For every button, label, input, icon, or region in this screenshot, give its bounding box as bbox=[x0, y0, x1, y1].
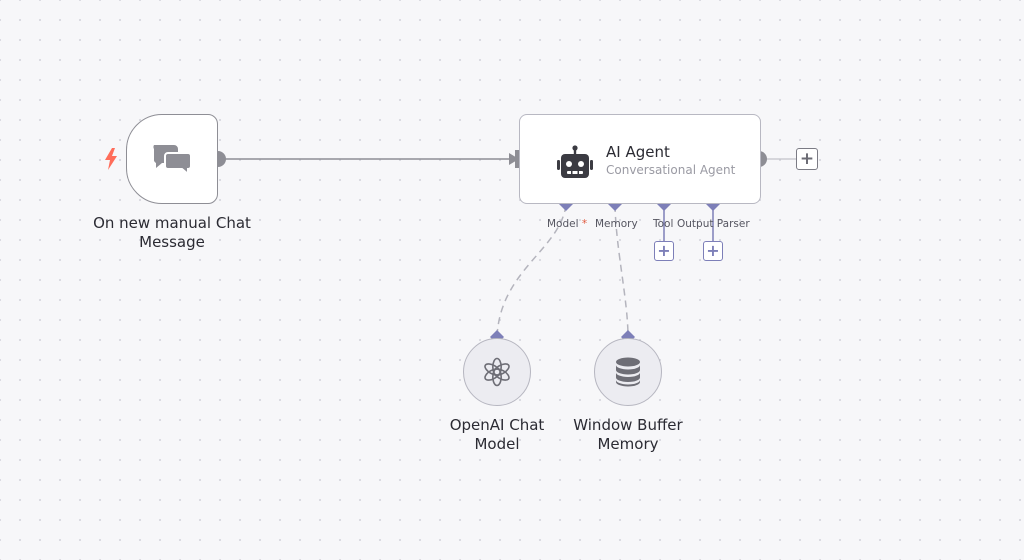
trigger-node-label: On new manual Chat Message bbox=[93, 214, 251, 251]
ai-agent-node[interactable]: AI Agent Conversational Agent bbox=[519, 114, 761, 204]
memory-connection[interactable] bbox=[614, 204, 629, 338]
openai-chat-model-node[interactable] bbox=[463, 338, 531, 406]
model-connection[interactable] bbox=[496, 204, 567, 338]
output-parser-port-label: Output Parser bbox=[677, 218, 750, 230]
required-marker: * bbox=[581, 218, 588, 230]
model-port-label: Model * bbox=[547, 218, 587, 230]
chat-bubbles-icon bbox=[153, 145, 192, 175]
memory-port-label: Memory bbox=[595, 218, 638, 230]
agent-node-subtitle: Conversational Agent bbox=[606, 163, 736, 177]
agent-node-title: AI Agent bbox=[606, 143, 670, 161]
add-tool-button[interactable]: + bbox=[654, 241, 674, 261]
window-buffer-memory-node[interactable] bbox=[594, 338, 662, 406]
database-icon bbox=[616, 357, 640, 387]
window-buffer-memory-label: Window Buffer Memory bbox=[573, 416, 683, 453]
main-connection-arrowhead bbox=[509, 153, 519, 165]
add-node-after-agent-button[interactable]: + bbox=[796, 148, 818, 170]
model-port-text: Model bbox=[547, 218, 579, 230]
lightning-bolt-icon bbox=[105, 148, 117, 170]
robot-icon bbox=[557, 145, 593, 178]
openai-chat-model-label: OpenAI Chat Model bbox=[449, 416, 545, 453]
tool-port-label: Tool bbox=[653, 218, 674, 230]
openai-icon bbox=[484, 357, 510, 387]
chat-trigger-node[interactable] bbox=[126, 114, 218, 204]
add-output-parser-button[interactable]: + bbox=[703, 241, 723, 261]
